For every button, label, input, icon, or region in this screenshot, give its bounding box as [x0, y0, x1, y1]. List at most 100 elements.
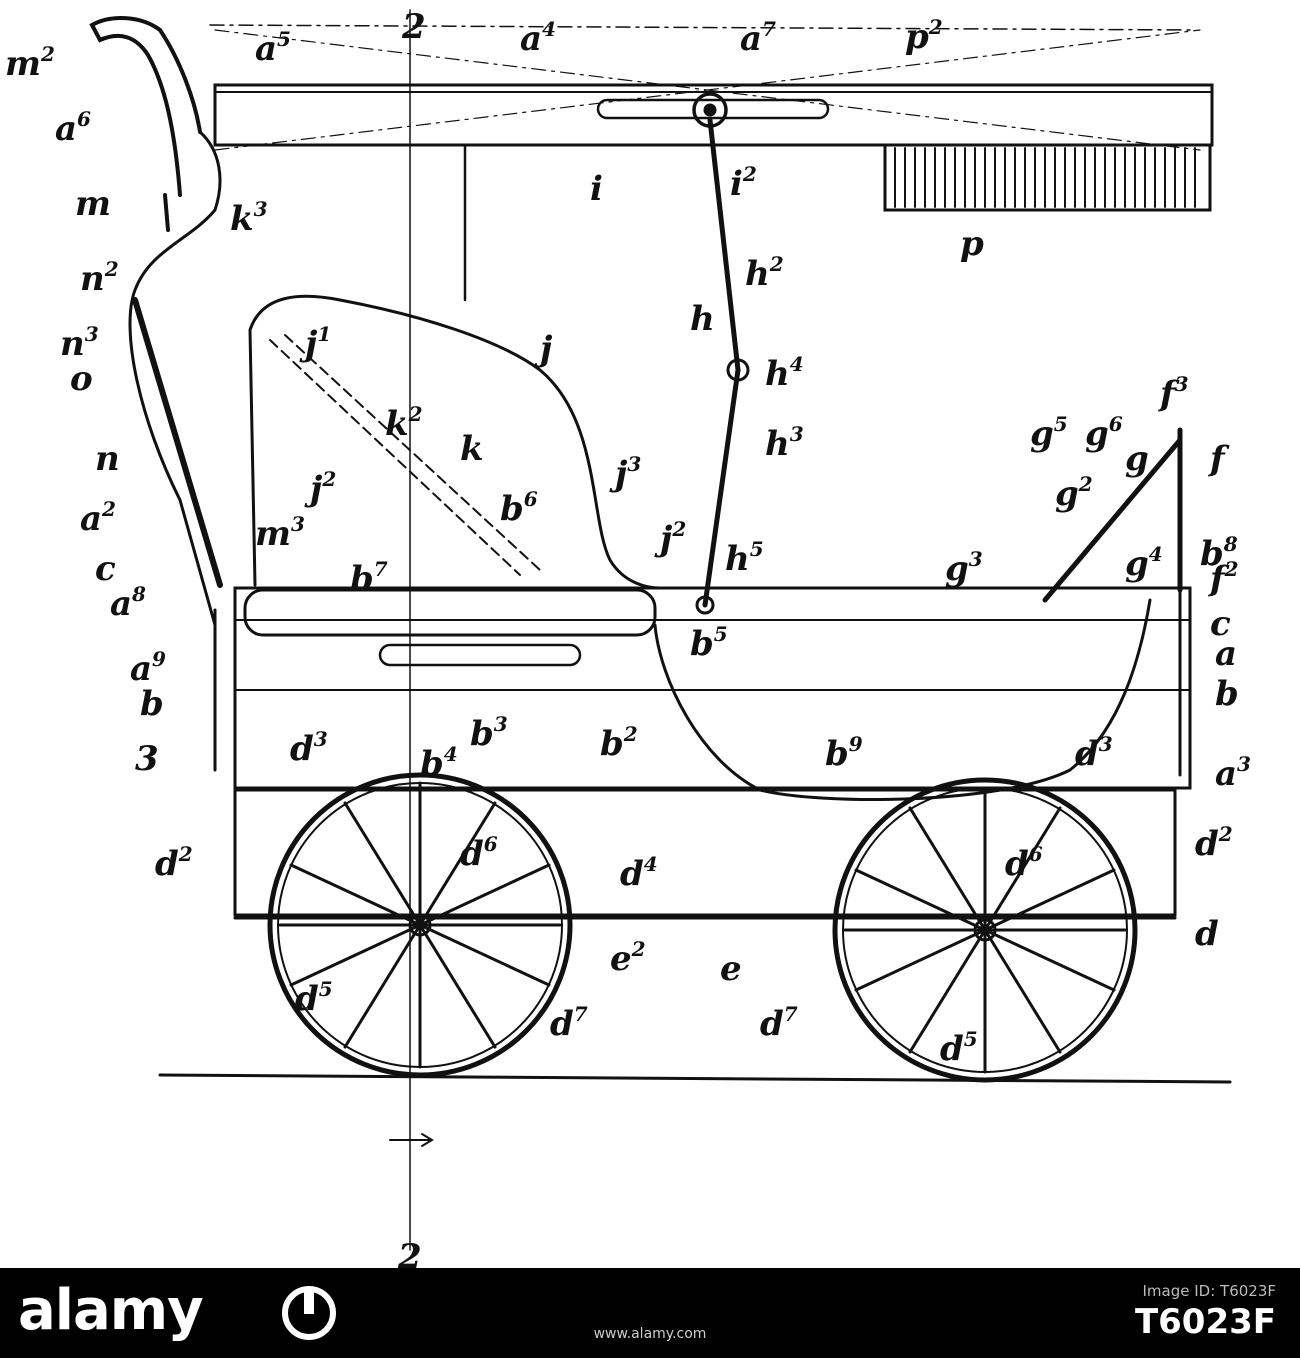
label-base: m — [255, 514, 291, 554]
label-e2: e2 — [610, 937, 646, 979]
label-base: j — [654, 519, 673, 559]
label-sup: 7 — [784, 1002, 798, 1026]
label-sup: 2 — [408, 402, 423, 426]
label-d3-l: d3 — [290, 727, 328, 769]
label-b-l: b — [140, 684, 164, 724]
front-wheel — [267, 772, 573, 1078]
label-f2: f2 — [1208, 557, 1239, 599]
label-base: o — [70, 359, 93, 399]
n-rod — [132, 297, 223, 588]
label-base: d — [940, 1029, 964, 1069]
label-p: p — [960, 224, 984, 264]
label-h5: h5 — [725, 537, 764, 579]
label-f3: f3 — [1158, 372, 1189, 414]
label-p2: p2 — [905, 15, 943, 57]
label-base: g — [1055, 474, 1079, 514]
label-f: f — [1208, 439, 1230, 479]
label-sup: 8 — [1223, 532, 1238, 556]
label-a9: a9 — [130, 647, 166, 689]
label-base: d — [155, 844, 179, 884]
label-k2: k2 — [385, 402, 423, 444]
label-j: j — [534, 329, 553, 369]
label-sup: 7 — [762, 17, 776, 41]
label-base: k — [230, 199, 254, 239]
slot-bar — [596, 98, 830, 120]
label-base: g — [1085, 414, 1109, 454]
brand-logo-text: alamy — [18, 1278, 204, 1343]
label-n2-top: 2 — [401, 7, 426, 47]
label-base: k — [385, 404, 409, 444]
label-base: b — [690, 624, 714, 664]
label-g5: g5 — [1030, 412, 1068, 454]
label-base: h — [765, 354, 790, 394]
label-b3: b3 — [470, 712, 508, 754]
label-base: g — [1030, 414, 1054, 454]
label-sup: 2 — [631, 937, 646, 961]
label-base: d — [550, 1004, 574, 1044]
label-base: j — [304, 469, 323, 509]
label-a5: a5 — [255, 27, 291, 69]
image-meta: Image ID: T6023F T6023F — [1135, 1282, 1276, 1342]
label-base: a — [1215, 634, 1237, 674]
label-a3-r: a3 — [1215, 752, 1251, 794]
label-sup: 3 — [85, 322, 99, 346]
label-base: a — [80, 499, 102, 539]
label-sup: 6 — [484, 832, 498, 856]
label-k: k — [460, 429, 484, 469]
label-sup: 3 — [254, 197, 268, 221]
label-b8: b8 — [1200, 532, 1238, 574]
label-sup: 5 — [750, 537, 764, 561]
label-base: i — [730, 164, 743, 204]
label-b4: b4 — [420, 742, 458, 784]
footer-url: www.alamy.com — [593, 1326, 707, 1342]
label-g4: g4 — [1125, 542, 1163, 584]
image-id: T6023F — [1134, 1302, 1276, 1342]
label-d2-l: d2 — [155, 842, 193, 884]
label-b9: b9 — [825, 732, 863, 774]
label-sup: 3 — [314, 727, 328, 751]
label-base: g — [1125, 439, 1149, 479]
label-sup: 2 — [104, 257, 119, 281]
label-sup: 2 — [769, 252, 784, 276]
label-base: b — [470, 714, 494, 754]
label-h3: h3 — [765, 422, 804, 464]
label-g6: g6 — [1085, 412, 1123, 454]
label-base: b — [600, 724, 624, 764]
label-base: n — [95, 439, 120, 479]
label-d6-l: d6 — [460, 832, 498, 874]
label-base: i — [590, 169, 603, 209]
label-b5: b5 — [690, 622, 728, 664]
label-base: d — [1195, 914, 1219, 954]
label-base: d — [1075, 734, 1099, 774]
label-a3-l: 3 — [135, 739, 159, 779]
footer-banner: alamy www.alamy.com Image ID: T6023F T60… — [0, 1268, 1300, 1358]
label-sup: 6 — [77, 107, 91, 131]
label-base: d — [760, 1004, 784, 1044]
label-d5-l: d5 — [295, 977, 333, 1019]
seat-cushion — [243, 588, 657, 637]
label-j2-l: j2 — [304, 467, 336, 509]
label-base: 2 — [401, 7, 426, 47]
label-sup: 2 — [178, 842, 193, 866]
label-sup: 6 — [1109, 412, 1123, 436]
label-c-r: c — [1210, 604, 1231, 644]
label-base: j — [299, 324, 318, 364]
label-j2-r: j2 — [654, 517, 686, 559]
label-base: f — [1158, 374, 1180, 414]
label-m2: m2 — [5, 42, 55, 84]
label-sup: 1 — [317, 322, 331, 346]
label-m3: m3 — [255, 512, 305, 554]
label-sup: 2 — [1218, 822, 1233, 846]
rear-wheel — [832, 777, 1138, 1083]
label-base: a — [520, 19, 542, 59]
label-base: a — [740, 19, 762, 59]
label-d6-r: d6 — [1005, 842, 1043, 884]
label-sup: 2 — [742, 162, 757, 186]
label-d4: d4 — [620, 852, 658, 894]
label-sup: 4 — [1149, 542, 1163, 566]
label-sup: 2 — [40, 42, 55, 66]
label-h: h — [690, 299, 715, 339]
label-m: m — [75, 184, 111, 224]
label-two-bottom: 2 — [397, 1237, 422, 1268]
